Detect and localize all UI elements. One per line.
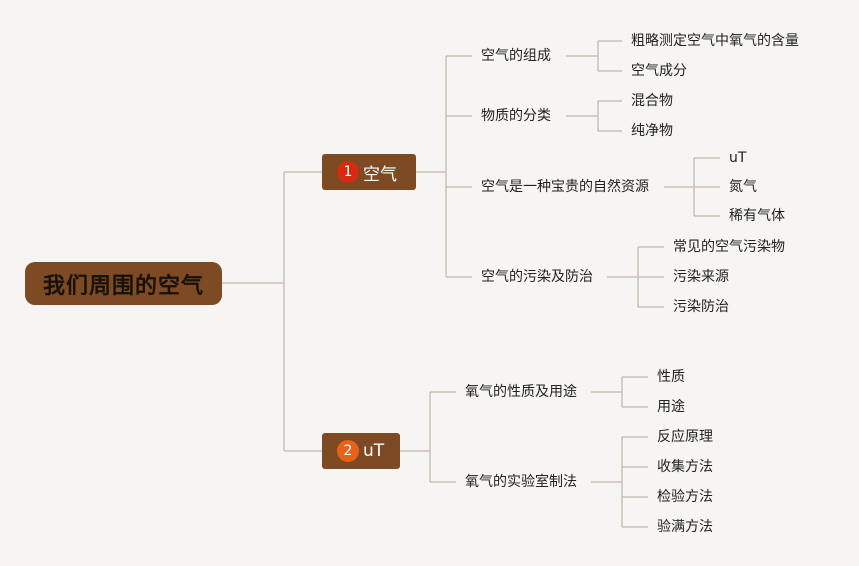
topic-air-resource[interactable]: 空气是一种宝贵的自然资源	[481, 179, 649, 195]
topic-oxygen-properties[interactable]: 氧气的性质及用途	[465, 384, 577, 400]
leaf-node[interactable]: 混合物	[631, 93, 673, 109]
leaf-node[interactable]: 用途	[657, 399, 685, 415]
leaf-node[interactable]: 污染防治	[673, 299, 729, 315]
leaf-node[interactable]: 常见的空气污染物	[673, 239, 785, 255]
leaf-node[interactable]: 检验方法	[657, 489, 713, 505]
branch-label: uT	[363, 441, 385, 461]
leaf-node[interactable]: 粗略测定空气中氧气的含量	[631, 33, 799, 49]
root-node[interactable]: 我们周围的空气	[25, 262, 222, 305]
topic-air-composition[interactable]: 空气的组成	[481, 48, 551, 64]
leaf-node[interactable]: uT	[729, 150, 747, 166]
leaf-node[interactable]: 纯净物	[631, 123, 673, 139]
leaf-node[interactable]: 验满方法	[657, 519, 713, 535]
branch-node-oxygen[interactable]: 2 uT	[322, 433, 400, 469]
leaf-node[interactable]: 空气成分	[631, 63, 687, 79]
root-label: 我们周围的空气	[42, 273, 204, 299]
number-badge: 2	[337, 440, 359, 462]
leaf-node[interactable]: 性质	[657, 369, 685, 385]
leaf-node[interactable]: 稀有气体	[729, 208, 785, 224]
number-badge: 1	[337, 161, 359, 183]
leaf-node[interactable]: 反应原理	[657, 429, 713, 445]
topic-air-pollution[interactable]: 空气的污染及防治	[481, 269, 593, 285]
leaf-node[interactable]: 氮气	[729, 179, 757, 195]
leaf-node[interactable]: 收集方法	[657, 459, 713, 475]
branch-node-air[interactable]: 1 空气	[322, 154, 416, 190]
branch-label: 空气	[363, 164, 397, 185]
leaf-node[interactable]: 污染来源	[673, 269, 729, 285]
topic-matter-classification[interactable]: 物质的分类	[481, 108, 551, 124]
topic-oxygen-lab-preparation[interactable]: 氧气的实验室制法	[465, 474, 577, 490]
